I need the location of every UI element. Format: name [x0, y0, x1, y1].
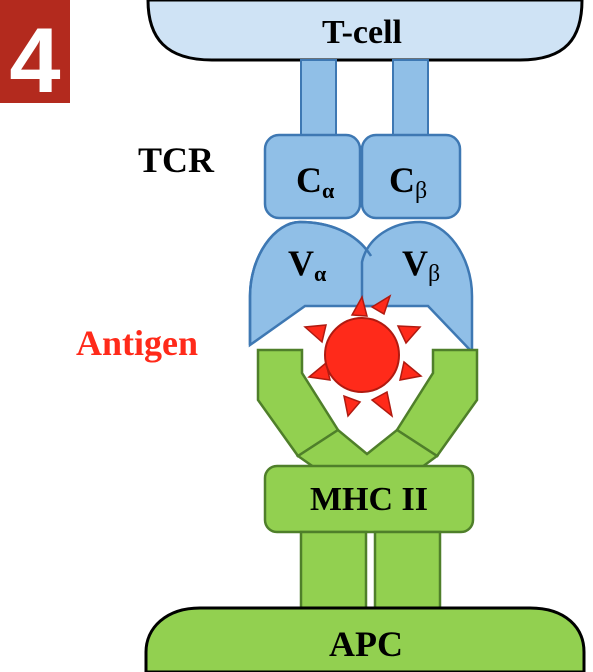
tcell-shape	[146, 0, 584, 62]
mhc-beta-stalk	[373, 530, 442, 614]
c-alpha-domain	[263, 133, 362, 220]
c-beta-domain	[360, 133, 462, 220]
mhc-ii-body	[263, 464, 475, 534]
c-beta-subscript: β	[415, 178, 427, 204]
antigen-label: Antigen	[76, 323, 198, 363]
v-beta-label: V	[402, 243, 428, 283]
tcr-beta-stalk	[392, 59, 429, 141]
svg-text:Vα: Vα	[288, 243, 327, 286]
svg-text:Cα: Cα	[296, 160, 335, 203]
tcr-label: TCR	[138, 140, 215, 180]
c-beta-label: C	[389, 160, 415, 200]
apc-label: APC	[329, 624, 403, 664]
panel-number: 4	[9, 10, 60, 112]
mhc-ii-label: MHC II	[310, 481, 428, 518]
v-alpha-label: V	[288, 243, 314, 283]
apc-shape	[144, 606, 586, 672]
v-beta-subscript: β	[428, 261, 440, 287]
panel-number-badge	[0, 0, 70, 103]
antigen-shape	[303, 294, 423, 418]
v-beta-domain	[360, 220, 474, 356]
c-alpha-subscript: α	[322, 178, 335, 203]
c-alpha-label: C	[296, 160, 322, 200]
mhc-alpha-stalk	[299, 530, 368, 614]
svg-text:Cβ: Cβ	[389, 160, 427, 204]
svg-text:Vβ: Vβ	[402, 243, 440, 287]
v-alpha-subscript: α	[314, 261, 327, 286]
v-alpha-edge	[248, 220, 373, 345]
tcr-alpha-stalk	[300, 59, 337, 141]
tcell-label: T-cell	[322, 14, 402, 51]
